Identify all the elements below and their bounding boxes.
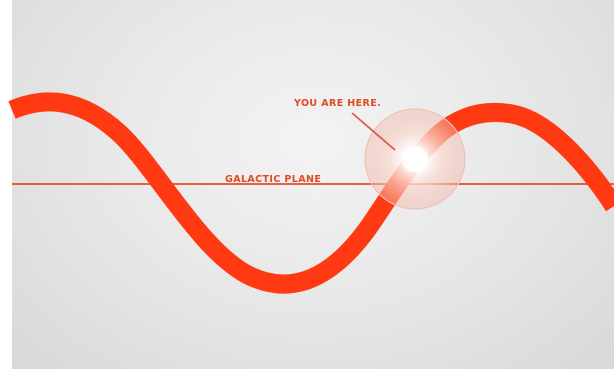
you-are-here-core xyxy=(402,146,428,172)
galactic-plane-label: GALACTIC PLANE xyxy=(225,174,321,185)
solar-path-wave xyxy=(12,102,614,284)
you-are-here-label: YOU ARE HERE. xyxy=(294,98,381,109)
